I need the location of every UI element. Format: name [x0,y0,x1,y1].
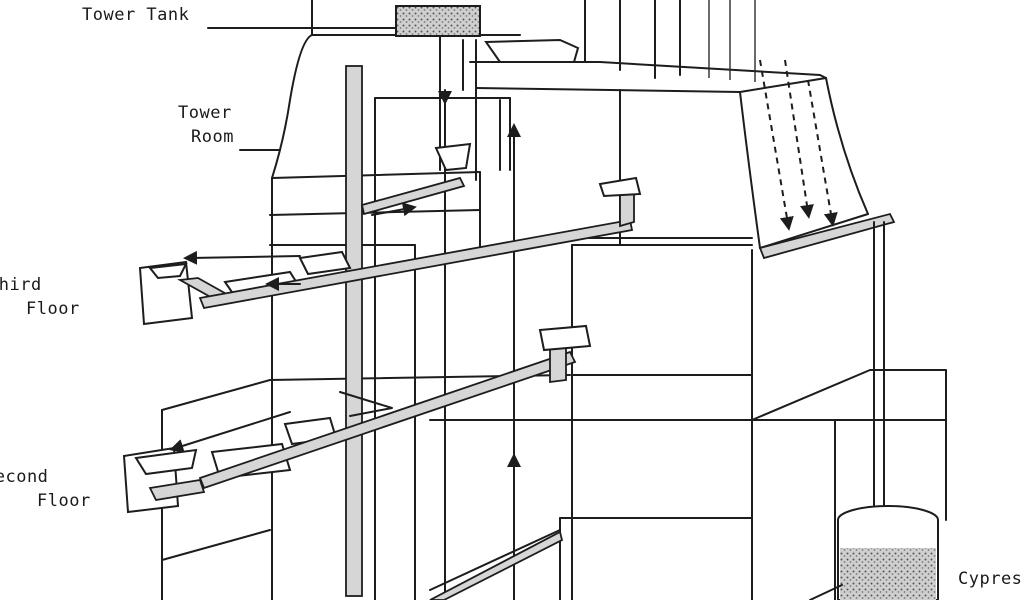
cypress-cistern [809,505,939,600]
building-walls [161,89,947,600]
tower-room-label-line2: Room [191,127,234,147]
tower-room-fixture [360,142,472,217]
roof-gutter [758,212,896,260]
tower-tank [207,5,580,63]
basement-drain [429,530,564,600]
main-roof [469,0,869,249]
third-floor-plumbing [138,176,642,326]
downspout [873,221,885,546]
soil-stack [345,65,363,597]
second-floor-plumbing [122,324,592,514]
third-floor-label-line2: Floor [26,299,80,319]
second-floor-label-line1: Second [0,467,49,487]
second-floor-label-line2: Floor [37,491,91,511]
tower-room-label-line1: Tower [178,103,232,123]
supply-arrows [438,39,521,600]
tower-tank-label: Tower Tank [82,5,190,25]
cypress-cistern-label: Cypress [958,569,1024,589]
third-floor-label-line1: Third [0,275,42,295]
tower-roof [271,0,521,600]
